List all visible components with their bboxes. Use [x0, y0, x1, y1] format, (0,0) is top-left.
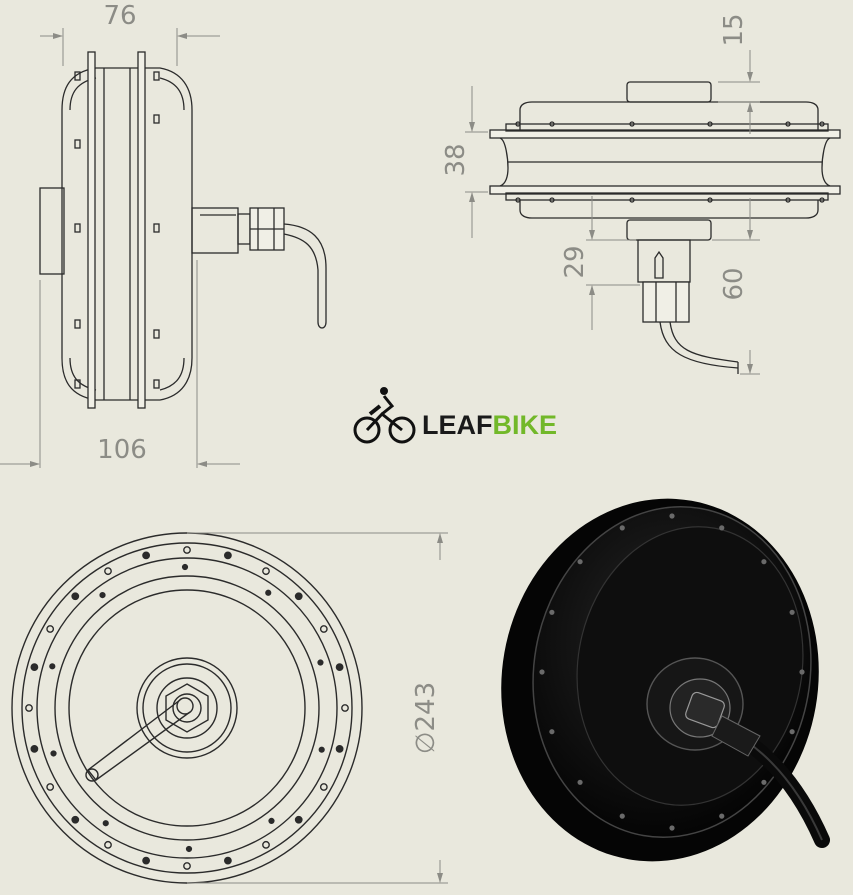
front-view-dimensions — [187, 532, 448, 884]
top-view — [489, 81, 841, 374]
top-view-dimensions — [465, 50, 760, 375]
bolt-hole — [30, 663, 39, 672]
bolt-hole — [183, 546, 191, 554]
dim-stator-width-label: 38 — [441, 143, 471, 176]
cyclist-icon — [353, 387, 416, 444]
bolt-hole — [335, 663, 344, 672]
dim-axle-inner-label: 29 — [560, 245, 590, 278]
bolt-hole — [46, 783, 55, 791]
bolt-hole — [99, 592, 106, 599]
side-view — [39, 51, 327, 409]
bolt-hole — [294, 592, 303, 601]
bolt-hole — [30, 744, 39, 753]
bolt-hole — [319, 783, 328, 791]
bolt-hole — [223, 856, 232, 865]
bolt-head — [549, 729, 555, 735]
logo-leaf-text: LEAF — [422, 410, 493, 440]
bolt-hole — [265, 589, 272, 596]
bolt-head — [669, 513, 675, 519]
bolt-head — [799, 669, 805, 675]
motor-render — [501, 498, 830, 862]
bolt-hole — [185, 845, 193, 853]
bolt-head — [719, 813, 725, 819]
bolt-head — [619, 813, 625, 819]
bolt-head — [719, 525, 725, 531]
bolt-hole — [25, 704, 33, 712]
bolt-head — [577, 559, 583, 565]
bolt-hole — [50, 750, 57, 757]
bolt-head — [577, 779, 583, 785]
bolt-hole — [262, 840, 270, 849]
dim-flange-offset-label: 15 — [719, 13, 749, 46]
bolt-hole — [268, 817, 275, 824]
bolt-head — [761, 559, 767, 565]
bolt-hole — [181, 563, 189, 571]
bolt-hole — [319, 625, 328, 633]
bolt-head — [669, 825, 675, 831]
bolt-hole — [104, 840, 112, 849]
bolt-hole — [104, 567, 112, 576]
dim-length-label: 106 — [97, 435, 147, 465]
logo-bike-text: BIKE — [493, 410, 558, 440]
bolt-hole — [294, 815, 303, 824]
bolt-head — [539, 669, 545, 675]
bolt-hole — [341, 704, 349, 712]
bolt-hole — [46, 625, 55, 633]
front-bolts — [25, 546, 349, 870]
render-bolts — [539, 513, 805, 831]
side-view-dimensions — [0, 28, 240, 468]
bolt-hole — [71, 592, 80, 601]
bolt-head — [619, 525, 625, 531]
front-view — [11, 532, 363, 884]
dim-axle-total-label: 60 — [719, 267, 749, 300]
bolt-head — [789, 729, 795, 735]
bolt-hole — [102, 820, 109, 827]
bolt-head — [761, 779, 767, 785]
bolt-hole — [318, 746, 325, 753]
leafbike-logo: LEAFBIKE — [353, 387, 557, 444]
bolt-hole — [335, 744, 344, 753]
bolt-head — [789, 609, 795, 615]
dim-width-label: 76 — [103, 1, 136, 31]
bolt-hole — [49, 663, 56, 670]
bolt-hole — [71, 815, 80, 824]
svg-text:LEAFBIKE: LEAFBIKE — [422, 410, 557, 440]
dim-diameter-label: ∅243 — [411, 682, 441, 754]
bolt-hole — [183, 862, 191, 870]
bolt-hole — [223, 551, 232, 560]
bolt-hole — [262, 567, 270, 576]
bolt-hole — [142, 551, 151, 560]
bolt-hole — [142, 856, 151, 865]
bolt-head — [549, 609, 555, 615]
bolt-hole — [317, 659, 324, 666]
